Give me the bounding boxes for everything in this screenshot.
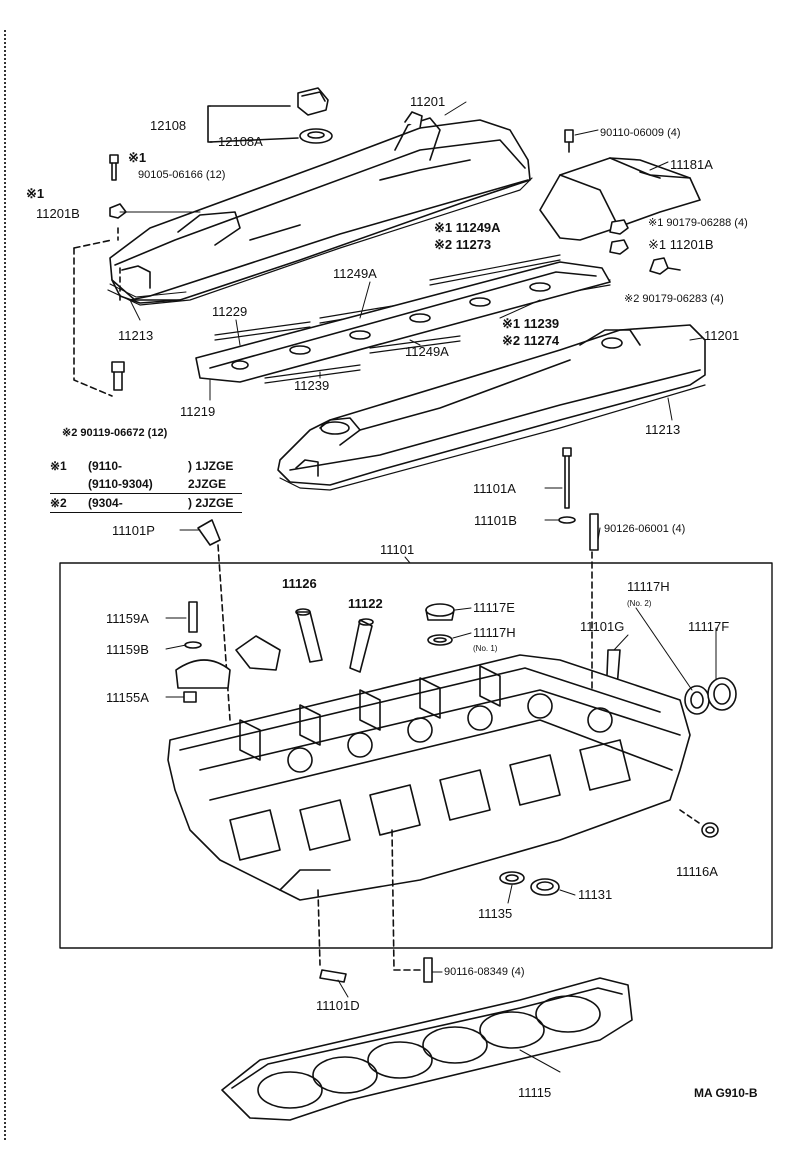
note-mark: ※1 (50, 459, 67, 473)
label-90179-06288: ※1 90179-06288 (4) (648, 217, 748, 229)
label-star1-b: ※1 (26, 186, 45, 201)
label-11117F: 11117F (688, 619, 730, 634)
valve-guides-part (295, 608, 374, 673)
note-mark: ※2 (50, 496, 67, 510)
label-11213-left: 11213 (118, 328, 154, 343)
label-11249A-low: 11249A (405, 344, 449, 359)
head-cover-gasket-part (195, 261, 611, 383)
label-11101G: 11101G (580, 619, 625, 634)
hardware-left-part (73, 154, 127, 397)
label-11155A: 11155A (106, 690, 149, 705)
label-11249A-mid: 11249A (333, 266, 377, 281)
label-11117H-high: 11117H (627, 579, 670, 594)
cam-bearing-part (175, 601, 281, 703)
note-row-1: ※1 (9110- ) 1JZGE (50, 457, 242, 475)
note-range: (9304- (88, 496, 123, 510)
label-11126: 11126 (282, 576, 317, 591)
label-11201-right: 11201 (704, 328, 740, 343)
note-model: ) 1JZGE (188, 459, 234, 473)
label-11117E: 11117E (473, 600, 515, 615)
label-11101P: 11101P (112, 523, 155, 538)
leader-lines (119, 101, 717, 1073)
label-90110: 90110-06009 (4) (600, 127, 681, 139)
label-11117H-low-note: (No. 1) (473, 644, 498, 653)
label-90119: ※2 90119-06672 (12) (62, 427, 168, 439)
label-11229: 11229 (212, 304, 248, 319)
label-90105: 90105-06166 (12) (138, 169, 226, 181)
label-11249A-s1: ※1 11249A (434, 220, 501, 235)
label-11101A: 11101A (473, 481, 516, 496)
label-11273-s2: ※2 11273 (434, 237, 492, 252)
seals-part (425, 603, 455, 646)
label-11101B: 11101B (474, 513, 517, 528)
label-11219: 11219 (180, 404, 216, 419)
label-11116A: 11116A (676, 864, 718, 879)
head-bolt-part (558, 447, 599, 551)
label-90126: 90126-06001 (4) (604, 523, 686, 535)
label-11101: 11101 (380, 542, 415, 557)
cylinder-head-frame (59, 562, 773, 949)
label-11201-top: 11201 (410, 94, 446, 109)
label-11101D: 11101D (316, 998, 360, 1013)
page-left-border (4, 30, 6, 1140)
label-11115: 11115 (518, 1085, 552, 1100)
note-row-3: ※2 (9304- ) 2JZGE (50, 494, 242, 513)
label-12108: 12108 (150, 118, 187, 133)
cam-cover-left-part (107, 111, 533, 306)
note-range: (9110-9304) (88, 477, 153, 491)
label-11213-right: 11213 (645, 422, 681, 437)
cam-cover-right-part (277, 324, 706, 491)
label-11274-s2: ※2 11274 (502, 333, 560, 348)
label-90179-06283: ※2 90179-06283 (4) (624, 293, 724, 305)
head-gasket-part (221, 977, 633, 1121)
label-11122: 11122 (348, 596, 383, 611)
label-star1-a: ※1 (128, 150, 147, 165)
plugs-part (499, 822, 719, 896)
note-model: ) 2JZGE (188, 496, 234, 510)
label-11159B: 11159B (106, 642, 149, 657)
label-11201B-right: ※1 11201B (648, 237, 714, 252)
label-11201B-left: 11201B (36, 206, 80, 221)
note-model: 2JZGE (188, 477, 227, 491)
note-row-2: (9110-9304) 2JZGE (50, 475, 242, 494)
label-11239-s1: ※1 11239 (502, 316, 560, 331)
diagram-ref-code: MA G910-B (694, 1086, 758, 1100)
label-11131: 11131 (578, 887, 613, 902)
label-11135: 11135 (478, 906, 513, 921)
hardware-right-part (609, 219, 681, 275)
label-11117H-high-note: (No. 2) (627, 599, 652, 608)
cylinder-head-part (167, 654, 691, 901)
label-12108A: 12108A (218, 134, 263, 149)
applicability-notes: ※1 (9110- ) 1JZGE (9110-9304) 2JZGE ※2 (… (50, 457, 242, 513)
note-range: (9110- (88, 459, 123, 473)
label-11181A: 11181A (670, 157, 713, 172)
label-90116: 90116-08349 (4) (444, 966, 525, 978)
cover-11181A-part (539, 129, 701, 241)
oil-filler-cap-part (207, 87, 333, 144)
label-11159A: 11159A (106, 611, 149, 626)
label-11239: 11239 (294, 378, 330, 393)
stud-11101P-part (197, 519, 221, 546)
label-11117H-low: 11117H (473, 625, 516, 640)
